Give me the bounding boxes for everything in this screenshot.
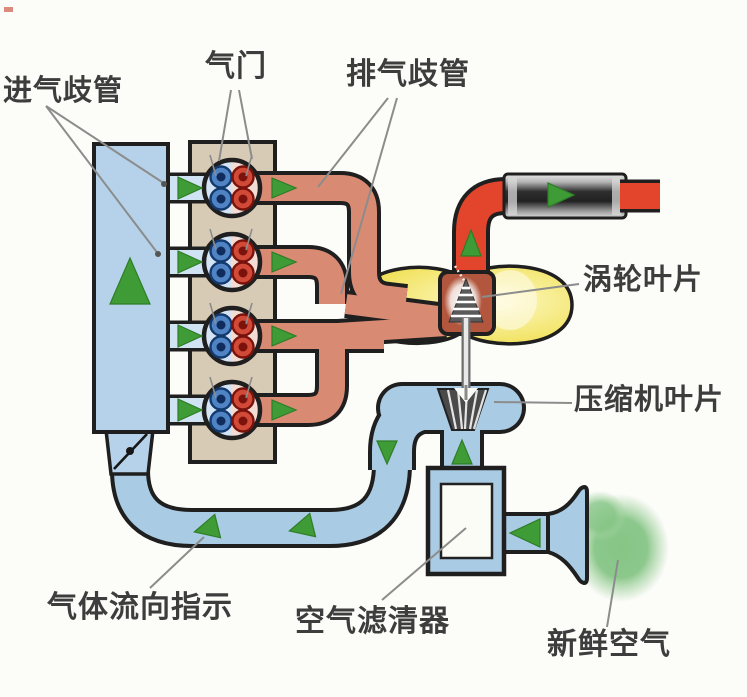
intake-valve-stems [216, 172, 226, 426]
leader-lines [45, 89, 619, 628]
muffler-arrow [547, 182, 576, 208]
air-filter-box [425, 465, 507, 577]
label-exhaust-manifold: 排气歧管 [346, 58, 470, 91]
label-gas-flow-indicator: 气体流向指示 [47, 591, 233, 624]
compressor-up-arrow [451, 438, 473, 465]
turbine-center [438, 265, 496, 336]
corner-artifact [4, 7, 13, 12]
label-air-filter: 空气滤清器 [295, 605, 450, 638]
label-compressor-blades: 压缩机叶片 [574, 384, 725, 416]
label-turbine-blades: 涡轮叶片 [583, 264, 704, 296]
intake-horn [546, 485, 589, 585]
label-valves: 气门 [205, 50, 267, 83]
exhaust-valve-stems [238, 172, 248, 426]
flow-arrows [109, 176, 576, 548]
label-fresh-air: 新鲜空气 [547, 628, 671, 661]
throttle-connector [104, 428, 155, 476]
turbine-blades-icon [448, 265, 484, 323]
horn-left-arrow [508, 518, 541, 548]
exhaust-up-arrow [460, 228, 482, 257]
intake-manifold-up-arrow [109, 256, 151, 305]
label-intake-manifold: 进气歧管 [3, 75, 124, 107]
elbow-down-arrow [376, 440, 398, 466]
compressor-blades-icon [436, 385, 490, 431]
